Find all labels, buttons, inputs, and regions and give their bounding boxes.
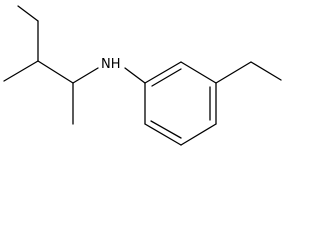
bond-methyl-branch: [3, 60, 39, 82]
ring-bond-5-inner: [150, 120, 182, 139]
structure-diagram: NH: [3, 5, 282, 146]
ring-bond-1-inner: [151, 68, 182, 87]
bond-ethyl-terminal: [17, 5, 39, 22]
bond-ring-ethyl: [215, 61, 252, 84]
benzene-ring: [144, 61, 217, 146]
bond-n-ring: [124, 67, 146, 84]
ring-bond-2: [180, 61, 217, 84]
nh-label: NH: [101, 57, 121, 72]
ring-bond-4: [180, 123, 217, 146]
ring-bond-1: [144, 61, 182, 84]
bond-chain-ch: [37, 60, 74, 84]
bond-ethyl-end: [250, 61, 282, 81]
pentyl-chain: [3, 5, 99, 125]
bond-chain-n: [72, 67, 99, 84]
aryl-ethyl-group: [215, 61, 282, 84]
ring-bond-5: [144, 123, 182, 146]
